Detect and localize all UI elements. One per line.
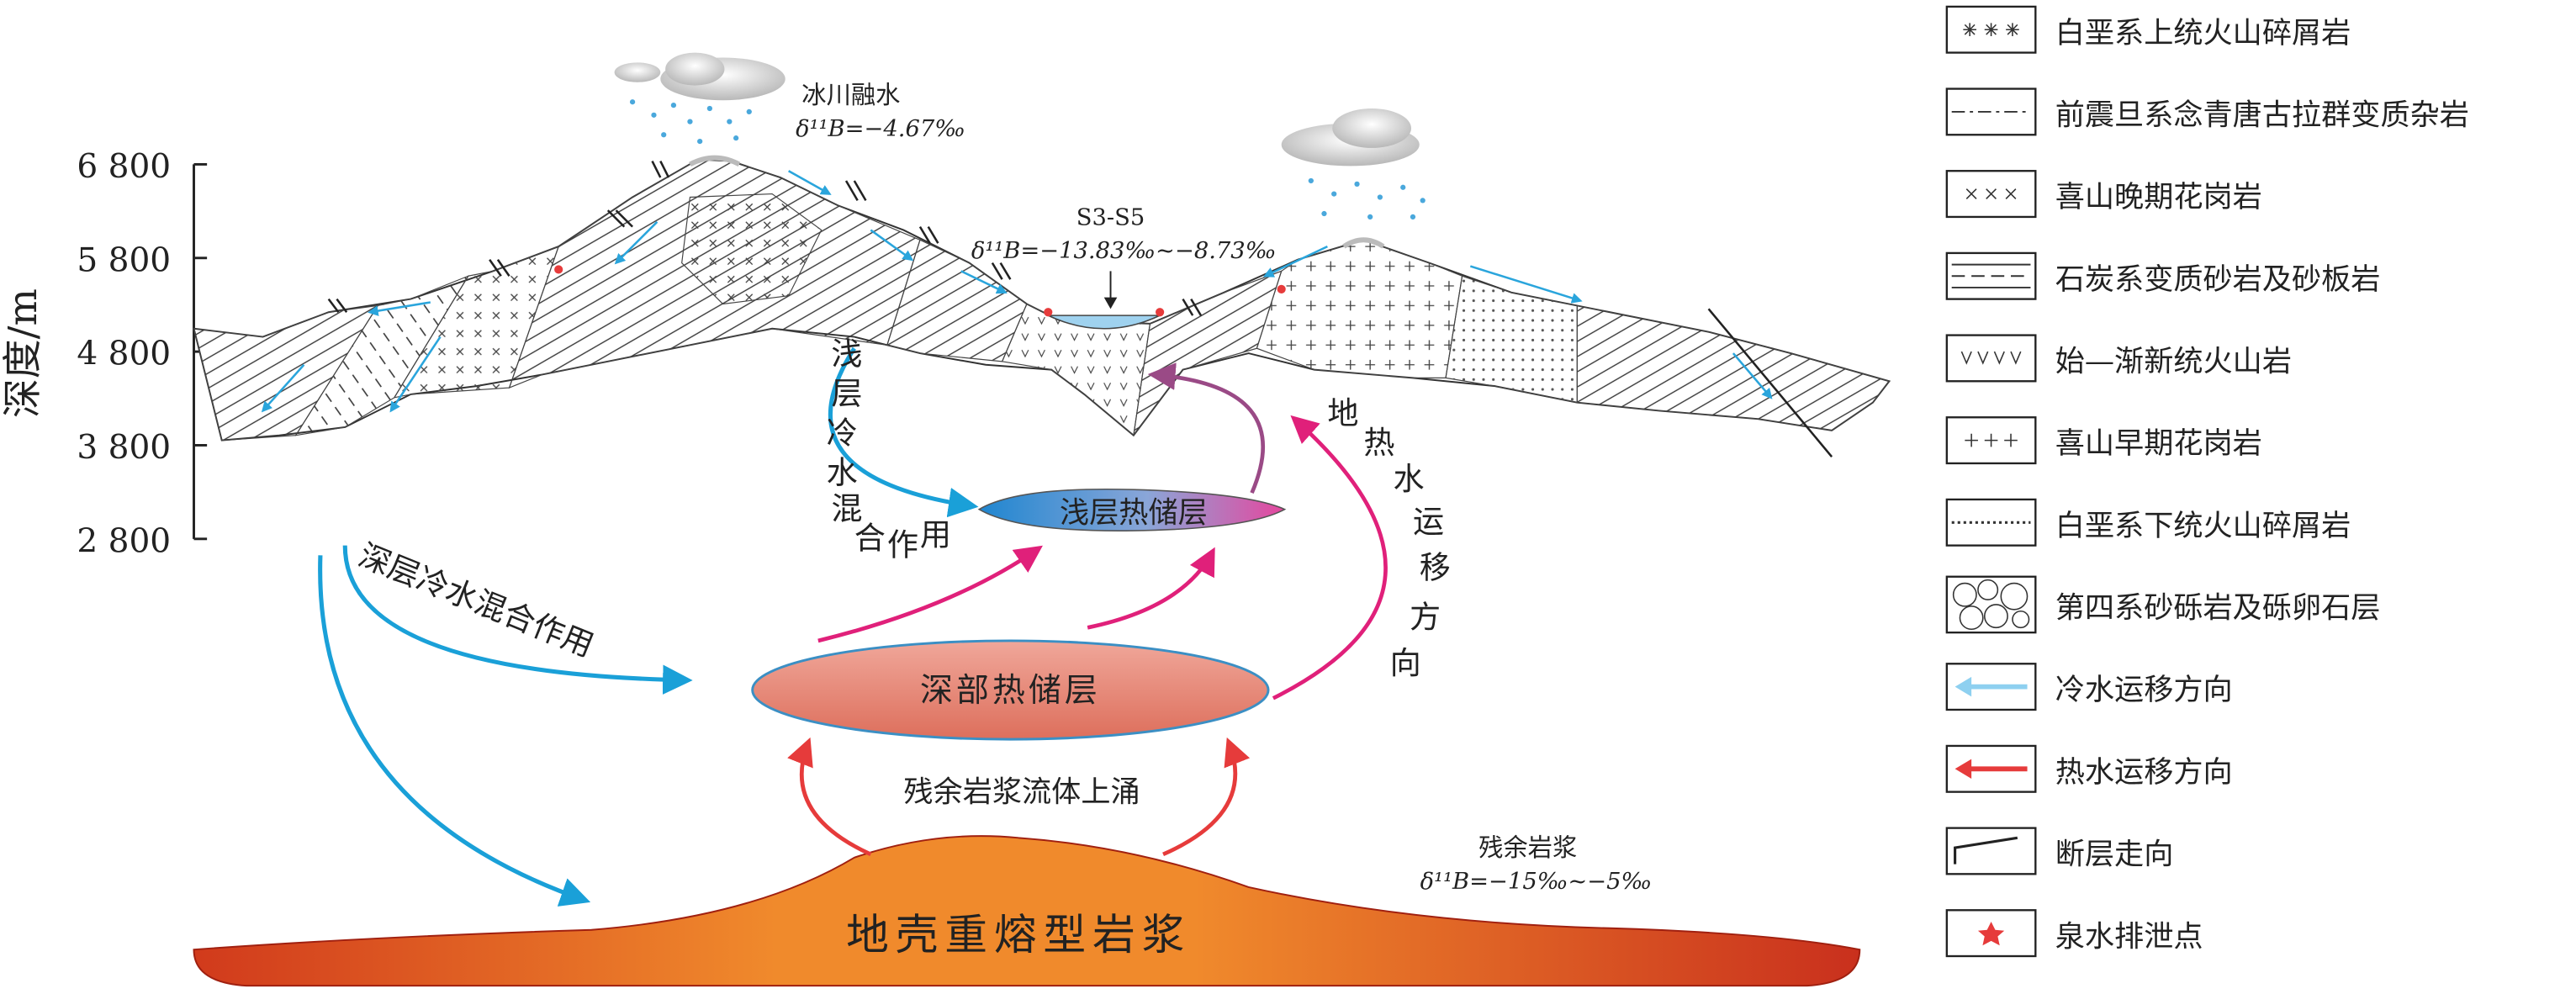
reservoir-connection-arrows	[817, 415, 1388, 701]
legend-label: 前震旦系念青唐古拉群变质杂岩	[2055, 98, 2469, 133]
legend-label: 热水运移方向	[2055, 755, 2233, 790]
star-icon	[1977, 921, 2005, 946]
svg-text:水: 水	[827, 454, 858, 490]
geothermal-migration-label: 地 热 水 运 移 方 向	[1327, 395, 1451, 681]
legend-label: 泉水排泄点	[2055, 919, 2203, 954]
legend-swatch-spring-point	[1945, 909, 2037, 958]
svg-text:移: 移	[1420, 550, 1451, 586]
legend-label: 喜山晚期花岗岩	[2055, 180, 2262, 214]
shallow-reservoir	[977, 488, 1287, 531]
deep-reservoir	[751, 639, 1270, 741]
spring-id-label: S3-S5	[1076, 205, 1145, 231]
svg-text:用: 用	[920, 517, 951, 553]
legend-item: 喜山晚期花岗岩	[1945, 170, 2262, 219]
legend-item: 石炭系变质砂岩及砂板岩	[1945, 251, 2381, 300]
legend-label: 断层走向	[2055, 838, 2174, 872]
legend-swatch-fault	[1945, 827, 2037, 875]
legend-label: 石炭系变质砂岩及砂板岩	[2055, 262, 2381, 297]
legend-swatch-volcanic-rock	[1945, 334, 2037, 383]
y-tick-label: 3 800	[77, 429, 171, 467]
legend-item: 断层走向	[1945, 827, 2174, 875]
shallow-mixing-label: 浅 层 冷 水 混 合 作 用	[827, 336, 951, 563]
legend-item: 前震旦系念青唐古拉群变质杂岩	[1945, 87, 2469, 136]
magma-fluid-upwelling-arrows	[787, 737, 1251, 857]
svg-text:方: 方	[1410, 599, 1441, 635]
legend-item: 泉水排泄点	[1945, 909, 2203, 958]
legend-swatch-volcaniclastic-lower	[1945, 498, 2037, 547]
svg-text:向: 向	[1390, 645, 1421, 681]
y-axis-label: 深度/m	[0, 288, 46, 418]
legend-label: 白垩系上统火山碎屑岩	[2055, 16, 2351, 50]
legend-label: 白垩系下统火山碎屑岩	[2055, 509, 2351, 543]
legend-item: 白垩系上统火山碎屑岩	[1945, 5, 2351, 54]
legend-label: 冷水运移方向	[2055, 673, 2233, 707]
legend-item: 热水运移方向	[1945, 744, 2233, 793]
cross-section	[193, 155, 1891, 457]
surface-cold-arrows	[261, 170, 1773, 413]
svg-text:浅: 浅	[831, 336, 862, 373]
depth-axis: 6 800 5 800 4 800 3 800 2 800 深度/m	[0, 148, 208, 560]
magma-body-label: 地壳重熔型岩浆	[846, 910, 1191, 960]
y-tick-label: 5 800	[77, 241, 171, 279]
legend-item: 喜山早期花岗岩	[1945, 416, 2262, 465]
magma-body	[193, 835, 1861, 987]
legend-label: 第四系砂砾岩及砾卵石层	[2055, 591, 2381, 626]
fault-lines	[327, 160, 1833, 457]
spring-boron-value: δ¹¹B=−13.83‰~−8.73‰	[971, 238, 1276, 264]
cold-water-mixing-arrows	[318, 346, 979, 907]
cloud-right	[1281, 108, 1426, 220]
y-tick-label: 2 800	[77, 522, 171, 560]
y-tick-label: 4 800	[77, 336, 171, 373]
legend-item: 白垩系下统火山碎屑岩	[1945, 498, 2351, 547]
glacier-melt-value: δ¹¹B=−4.67‰	[796, 116, 965, 142]
legend-label: 喜山早期花岗岩	[2055, 426, 2262, 461]
shallow-reservoir-label: 浅层热储层	[1060, 495, 1208, 530]
deep-reservoir-label: 深部热储层	[920, 672, 1101, 710]
svg-text:作: 作	[887, 526, 918, 563]
svg-text:水: 水	[1394, 461, 1425, 497]
svg-text:合: 合	[854, 521, 886, 557]
residual-magma-value: δ¹¹B=−15‰~−5‰	[1420, 869, 1653, 895]
svg-text:热: 热	[1363, 425, 1394, 461]
svg-text:冷: 冷	[827, 415, 858, 452]
svg-text:运: 运	[1413, 504, 1444, 540]
shallow-to-spring-arrow	[1147, 362, 1266, 494]
spring-discharge-points	[554, 265, 1286, 317]
glacier-melt-title: 冰川融水	[801, 81, 900, 109]
residual-magma-title: 残余岩浆	[1478, 833, 1577, 862]
cloud-left	[614, 52, 785, 145]
legend-item: 冷水运移方向	[1945, 663, 2233, 711]
legend: 白垩系上统火山碎屑岩 前震旦系念青唐古拉群变质杂岩 喜山晚期花岗岩	[1945, 5, 2469, 958]
svg-text:地: 地	[1327, 395, 1358, 431]
spring-pond	[1047, 315, 1161, 330]
svg-text:层: 层	[831, 376, 862, 412]
deep-mixing-label: 深层冷水混合作用	[354, 537, 599, 664]
legend-item: 始—渐新统火山岩	[1945, 334, 2292, 383]
y-tick-label: 6 800	[77, 148, 171, 186]
legend-label: 始—渐新统火山岩	[2055, 345, 2292, 379]
legend-item: 第四系砂砾岩及砾卵石层	[1945, 575, 2381, 634]
fluid-upwelling-label: 残余岩浆流体上涌	[903, 775, 1140, 809]
svg-text:混: 混	[831, 490, 862, 526]
